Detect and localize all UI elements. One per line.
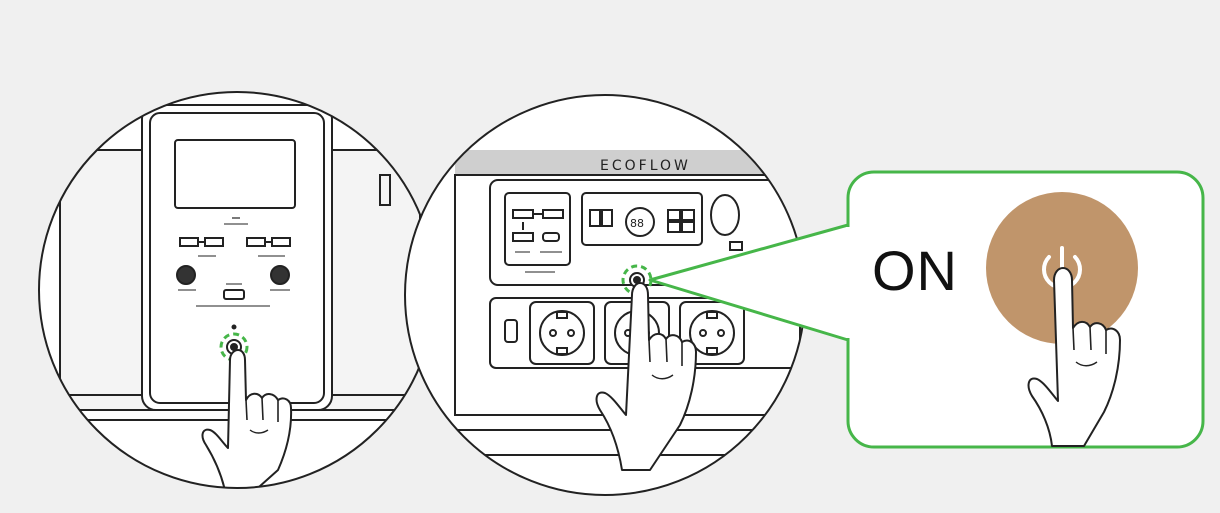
svg-text:88: 88 [630,217,644,230]
on-state-label: ON [872,238,958,303]
device-brand-text: ECOFLOW [600,158,691,174]
left-magnifier-front-view [39,92,435,495]
